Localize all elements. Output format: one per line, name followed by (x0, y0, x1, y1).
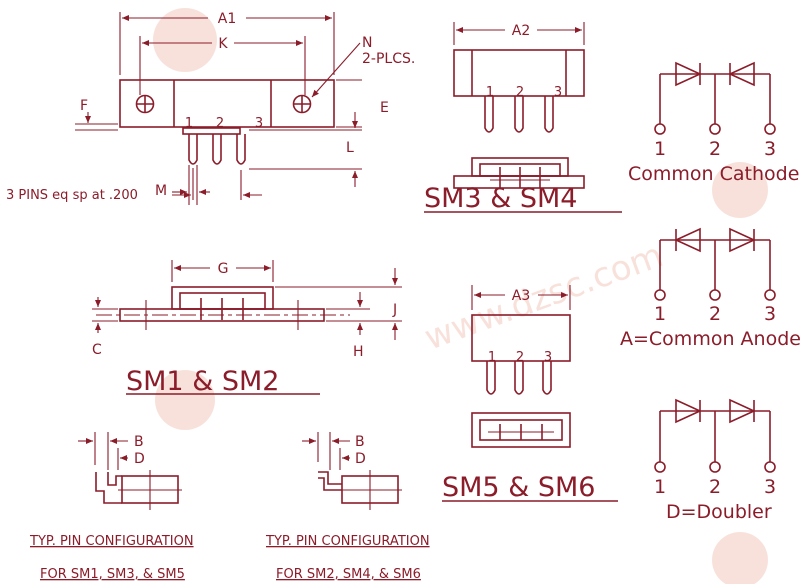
db-pin-3: 3 (764, 476, 776, 498)
sm12-side-view: G C J H SM1 & SM2 (92, 260, 402, 397)
ca-pin-1: 1 (654, 303, 666, 325)
sm3-pin-1: 1 (486, 85, 494, 100)
pin-config-right-line1: TYP. PIN CONFIGURATION (265, 534, 430, 549)
dim-j-label: J (392, 302, 397, 318)
dim-l-label: L (346, 140, 354, 156)
sm1-top-view: A1 K N 2-PLCS. F E (6, 11, 415, 205)
schematic-common-cathode: 1 2 3 Common Cathode (628, 61, 799, 185)
dim-a2-label: A2 (512, 23, 530, 39)
title-sm5-sm6: SM5 & SM6 (442, 472, 595, 503)
ca-pin-3: 3 (764, 303, 776, 325)
schematic-doubler: 1 2 3 D=Doubler (654, 398, 776, 523)
db-pin-2: 2 (709, 476, 721, 498)
cc-pin-2: 2 (709, 138, 721, 160)
label-common-cathode: Common Cathode (628, 163, 799, 185)
dim-e-label: E (380, 100, 389, 116)
sm34-drawing: A2 SM3 & SM4 (424, 22, 622, 214)
dim-a3-label: A3 (512, 288, 530, 304)
dim-a1-label: A1 (218, 11, 236, 27)
dim-b-label-2: B (355, 434, 365, 450)
ca-pin-2: 2 (709, 303, 721, 325)
package-pin-numbers: 1 2 3 1 2 3 1 2 3 (185, 85, 562, 365)
dim-g-label: G (218, 261, 229, 277)
title-sm3-sm4: SM3 & SM4 (424, 183, 577, 214)
label-doubler: D=Doubler (666, 501, 772, 523)
dim-h-label: H (353, 344, 364, 360)
title-sm1-sm2: SM1 & SM2 (126, 366, 279, 397)
pin-config-left-line1: TYP. PIN CONFIGURATION (29, 534, 194, 549)
cc-pin-1: 1 (654, 138, 666, 160)
dim-n-label: N (362, 35, 372, 51)
sm1-pin-1: 1 (185, 116, 193, 131)
dim-k-label: K (218, 36, 228, 52)
dim-b-label: B (134, 434, 144, 450)
pin-config-left: B D TYP. PIN CONFIGURATION FOR SM1, SM3,… (29, 432, 194, 582)
pin-config-right-line2: FOR SM2, SM4, & SM6 (276, 567, 421, 582)
label-common-anode: A=Common Anode (620, 328, 801, 350)
sm3-pin-2: 2 (516, 85, 524, 100)
dim-c-label: C (92, 342, 102, 358)
cc-pin-3: 3 (764, 138, 776, 160)
sm1-pin-2: 2 (216, 116, 224, 131)
pin-config-left-line2: FOR SM1, SM3, & SM5 (40, 567, 185, 582)
sm3-pin-3: 3 (554, 85, 562, 100)
sm1-pin-3: 3 (255, 116, 263, 131)
sm5-pin-2: 2 (516, 350, 524, 365)
dim-d-label-2: D (355, 451, 366, 467)
pin-spacing-note: 3 PINS eq sp at .200 (6, 188, 138, 203)
sm5-pin-3: 3 (544, 350, 552, 365)
schematic-common-anode: 1 2 3 A=Common Anode (620, 227, 801, 350)
dim-f-label: F (80, 98, 88, 114)
dim-m-label: M (155, 183, 167, 199)
sm56-drawing: A3 SM5 & SM6 (442, 285, 618, 503)
dim-plcs-label: 2-PLCS. (362, 51, 415, 67)
pin-config-right: B D TYP. PIN CONFIGURATION FOR SM2, SM4,… (265, 432, 430, 582)
dim-d-label: D (134, 451, 145, 467)
db-pin-1: 1 (654, 476, 666, 498)
sm5-pin-1: 1 (488, 350, 496, 365)
